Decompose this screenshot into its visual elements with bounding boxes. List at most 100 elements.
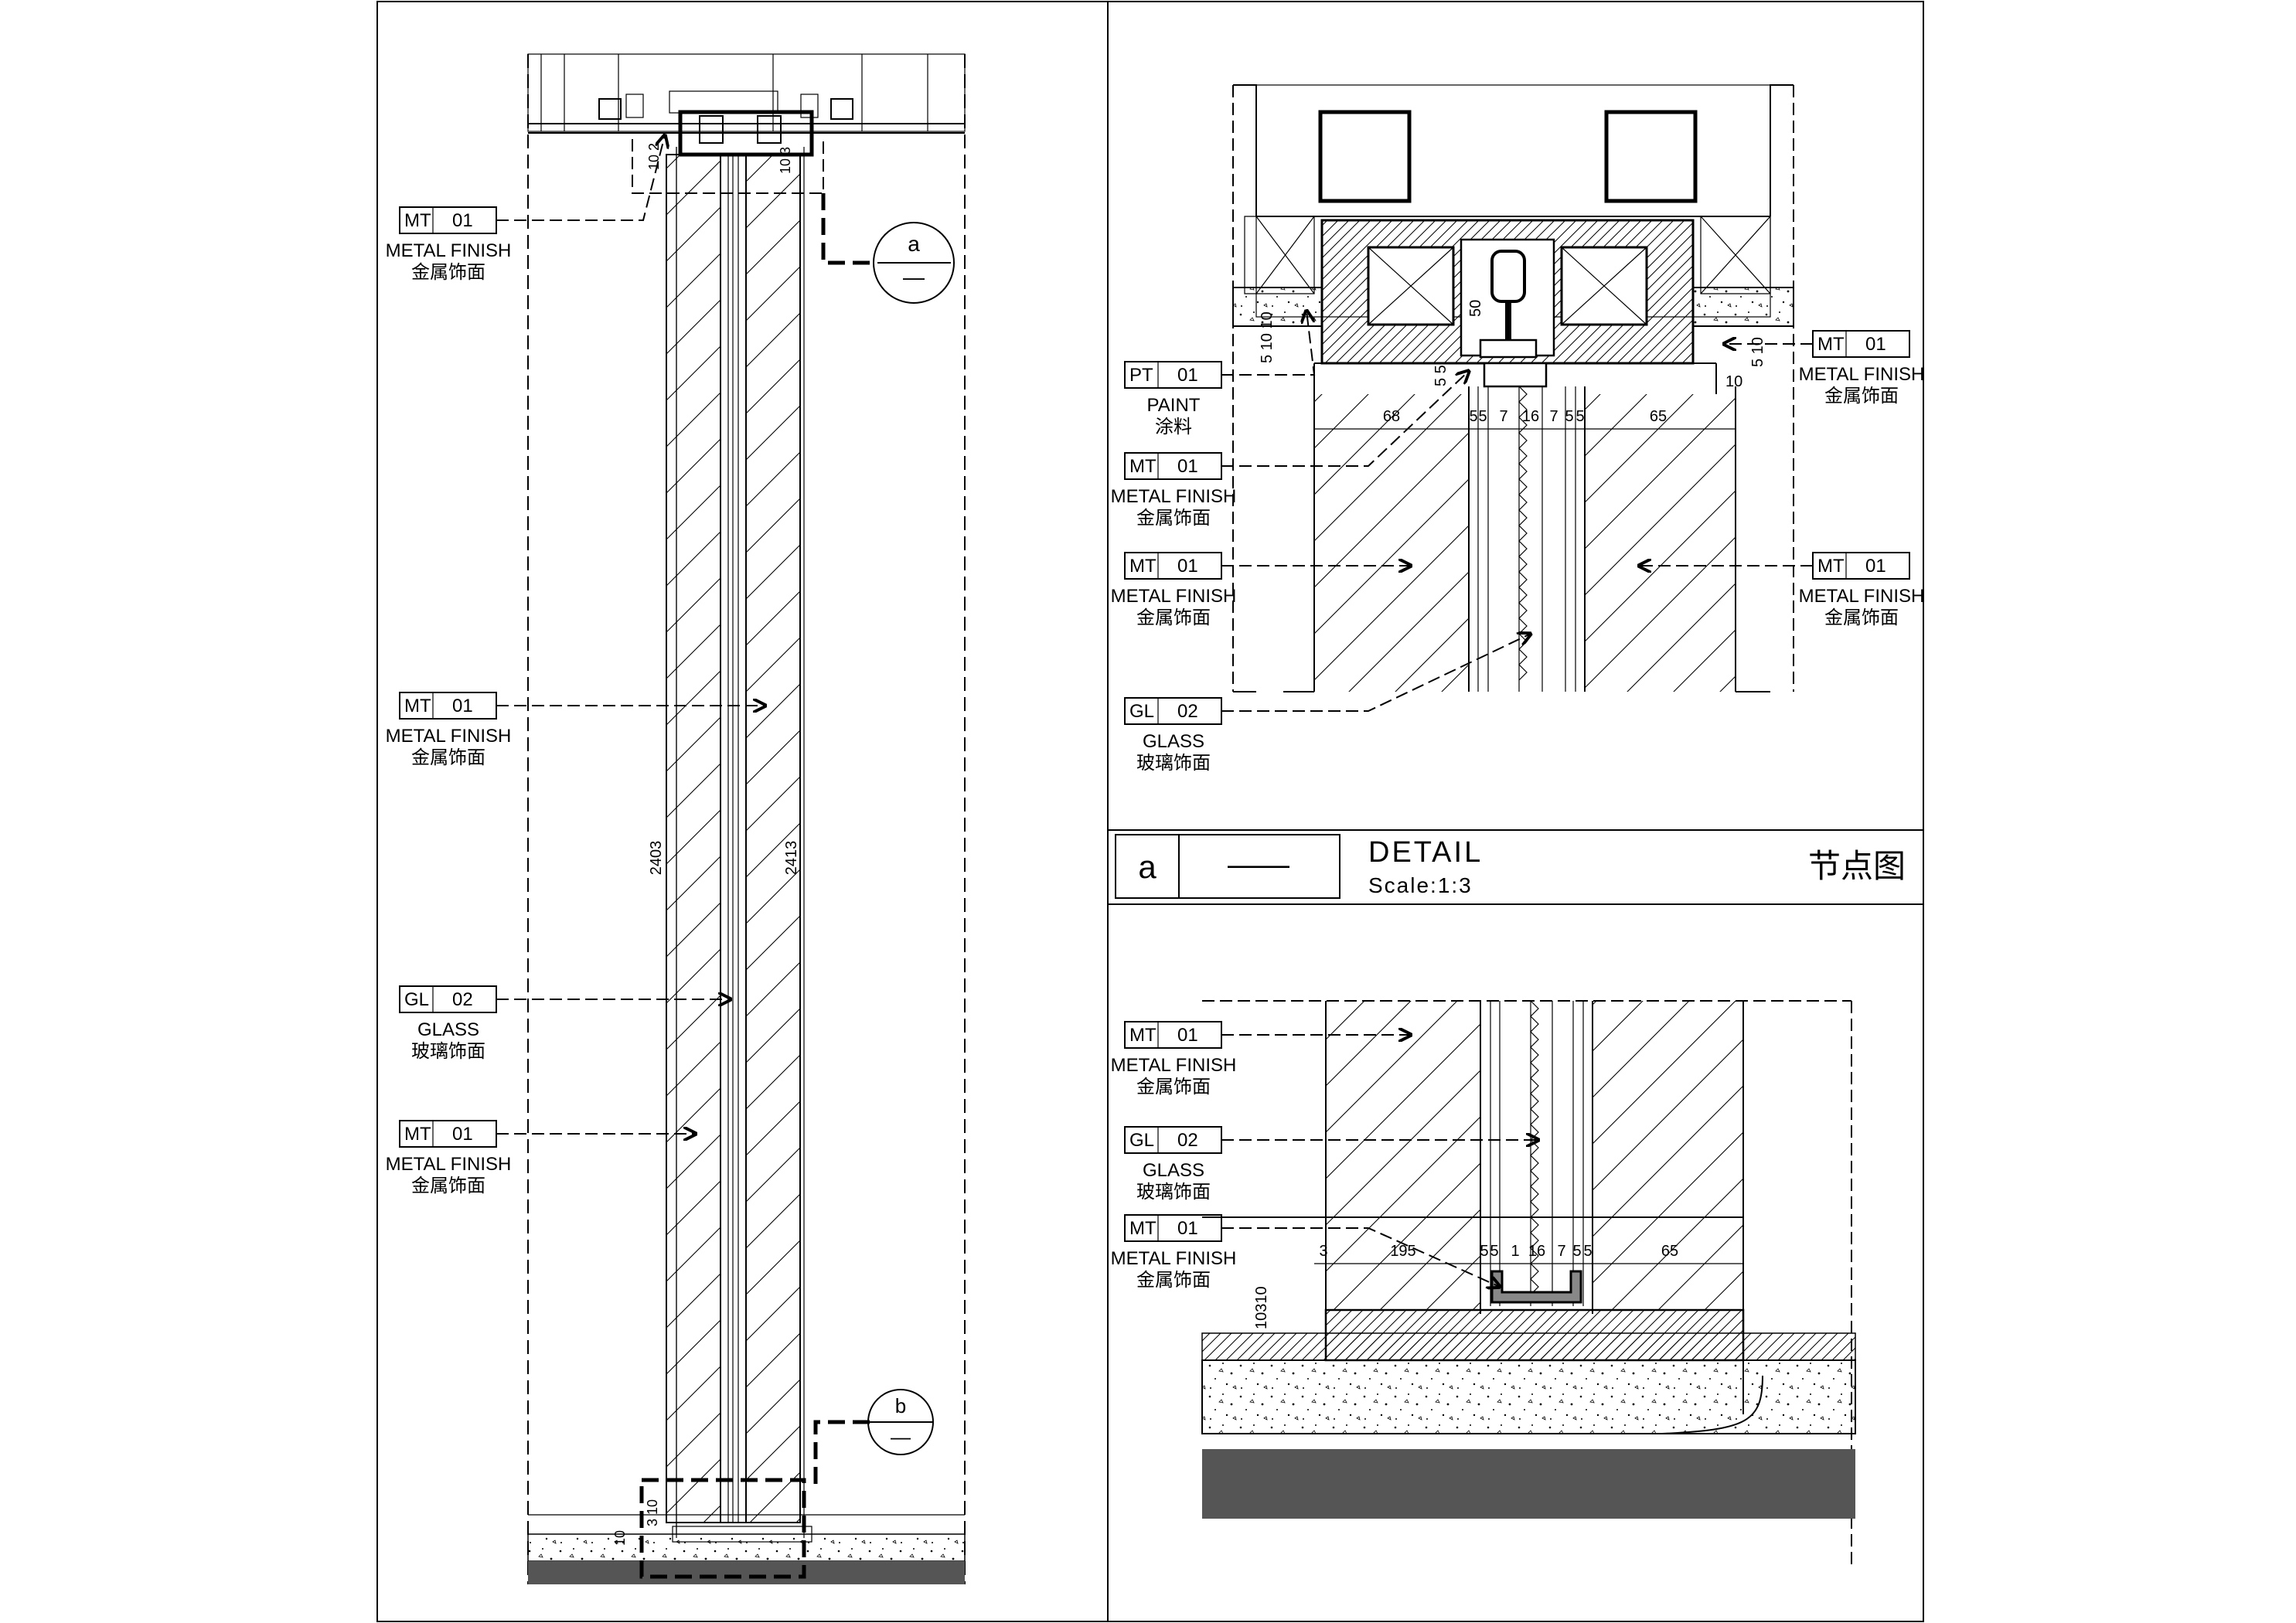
svg-text:02: 02 (1177, 701, 1198, 722)
svg-text:METAL FINISH: METAL FINISH (1799, 364, 1925, 385)
elevation-tag-4: MT 01 METAL FINISH 金属饰面 (386, 1120, 696, 1196)
dim-top-right: 10 3 (778, 147, 793, 174)
svg-text:16: 16 (1522, 408, 1539, 425)
svg-text:01: 01 (452, 210, 473, 231)
detail-title-cn: 节点图 (1808, 848, 1906, 884)
title-block: a —— DETAIL Scale:1:3 节点图 (1115, 834, 1906, 899)
svg-text:GLASS: GLASS (1143, 731, 1204, 752)
svg-text:10: 10 (1725, 373, 1742, 390)
steel-tube-right (1604, 110, 1698, 203)
detail-bottom-tag-metal-1: MT 01 METAL FINISH 金属饰面 (1111, 1021, 1411, 1097)
callout-b-bubble (867, 1389, 934, 1455)
svg-text:金属饰面: 金属饰面 (411, 262, 485, 283)
svg-text:02: 02 (1177, 1130, 1198, 1151)
elevation-tag-1: MT 01 METAL FINISH 金属饰面 (386, 135, 665, 283)
svg-text:7: 7 (1549, 408, 1558, 425)
sheet-border (376, 1, 1924, 1622)
elevation-drawing: 2403 2413 10 2 10 3 a — b — 10 3 10 (527, 53, 966, 1584)
callout-a-sub: — (903, 265, 925, 289)
svg-text:5: 5 (1576, 408, 1584, 425)
detail-bottom-leaf-left (1326, 1001, 1480, 1310)
svg-text:玻璃饰面: 玻璃饰面 (1136, 1182, 1211, 1203)
svg-text:MT: MT (1129, 1218, 1157, 1239)
callout-b-sub: — (891, 1425, 911, 1448)
floor-bedding (1201, 1359, 1856, 1434)
svg-text:METAL FINISH: METAL FINISH (1799, 586, 1925, 607)
svg-text:玻璃饰面: 玻璃饰面 (1136, 753, 1211, 774)
svg-text:METAL FINISH: METAL FINISH (1111, 1248, 1237, 1269)
svg-text:金属饰面: 金属饰面 (1824, 386, 1899, 407)
svg-text:01: 01 (1865, 556, 1886, 577)
detail-top-leaf-left (1314, 394, 1469, 692)
svg-text:5: 5 (1480, 1243, 1488, 1260)
detail-bottom-leaf-right (1593, 1001, 1743, 1310)
svg-text:玻璃饰面: 玻璃饰面 (411, 1041, 485, 1062)
svg-text:METAL FINISH: METAL FINISH (1111, 586, 1237, 607)
svg-text:PT: PT (1129, 365, 1153, 386)
dim-195: 195 (1390, 1243, 1415, 1260)
svg-text:金属饰面: 金属饰面 (1824, 607, 1899, 628)
svg-text:01: 01 (1177, 456, 1198, 477)
svg-text:01: 01 (1177, 365, 1198, 386)
svg-text:5: 5 (1469, 408, 1477, 425)
detail-title: DETAIL (1368, 836, 1483, 869)
svg-text:5 5: 5 5 (1432, 365, 1449, 386)
svg-text:01: 01 (452, 1124, 473, 1145)
svg-text:01: 01 (1177, 1025, 1198, 1046)
detail-scale: Scale:1:3 (1368, 873, 1473, 897)
dim-65-bottom: 65 (1661, 1243, 1678, 1260)
svg-text:METAL FINISH: METAL FINISH (1111, 1055, 1237, 1076)
dim-10310: 10310 (1253, 1286, 1270, 1329)
svg-text:MT: MT (1817, 556, 1845, 577)
roller (1490, 250, 1526, 303)
svg-text:METAL FINISH: METAL FINISH (1111, 486, 1237, 507)
svg-text:MT: MT (404, 1124, 431, 1145)
svg-text:金属饰面: 金属饰面 (1136, 1077, 1211, 1097)
svg-text:5: 5 (1572, 1243, 1581, 1260)
svg-text:GLASS: GLASS (1143, 1160, 1204, 1181)
svg-text:金属饰面: 金属饰面 (1136, 607, 1211, 628)
svg-text:7: 7 (1557, 1243, 1565, 1260)
detail-bottom-drawing: 3 195 5 5 1 16 7 5 5 65 10310 (1201, 1000, 1856, 1569)
floor-screed (527, 1533, 966, 1562)
dim-2413: 2413 (783, 841, 800, 876)
svg-text:金属饰面: 金属饰面 (1136, 1270, 1211, 1291)
svg-text:01: 01 (1177, 1218, 1198, 1239)
svg-text:GL: GL (1129, 701, 1154, 722)
detail-top-tag-metal-4: MT 01 METAL FINISH 金属饰面 (1639, 552, 1925, 628)
svg-text:MT: MT (1129, 1025, 1157, 1046)
steel-tube-left (1318, 110, 1412, 203)
detail-b-region (639, 1478, 806, 1579)
svg-text:METAL FINISH: METAL FINISH (386, 240, 512, 261)
svg-text:3: 3 (1319, 1243, 1327, 1260)
svg-text:5: 5 (1478, 408, 1487, 425)
svg-text:5: 5 (1565, 408, 1573, 425)
svg-text:02: 02 (452, 989, 473, 1010)
svg-text:7: 7 (1499, 408, 1507, 425)
svg-text:涂料: 涂料 (1155, 417, 1192, 437)
svg-text:MT: MT (1129, 456, 1157, 477)
callout-b-id: b (895, 1394, 906, 1417)
ceiling-structure (527, 53, 966, 132)
svg-text:金属饰面: 金属饰面 (1136, 508, 1211, 529)
svg-text:01: 01 (1865, 334, 1886, 355)
svg-text:5: 5 (1490, 1243, 1498, 1260)
svg-text:GL: GL (1129, 1130, 1154, 1151)
svg-text:金属饰面: 金属饰面 (411, 747, 485, 768)
svg-text:PAINT: PAINT (1147, 395, 1201, 416)
callout-a-bubble (873, 222, 955, 304)
title-block-dash: —— (1228, 848, 1289, 882)
detail-top-drawing: 68 5 5 7 16 7 5 5 65 50 5 5 5 10 10 5 10… (1232, 84, 1794, 692)
svg-text:金属饰面: 金属饰面 (411, 1176, 485, 1196)
dim-65: 65 (1650, 408, 1667, 425)
detail-bottom-tag-metal-2: MT 01 METAL FINISH 金属饰面 (1111, 1214, 1500, 1291)
svg-text:MT: MT (404, 696, 431, 716)
elevation-tag-3: GL 02 GLASS 玻璃饰面 (399, 985, 731, 1062)
dim-68: 68 (1383, 408, 1400, 425)
svg-text:MT: MT (1129, 556, 1157, 577)
svg-text:1: 1 (1511, 1243, 1519, 1260)
floor-slab (528, 1561, 965, 1584)
dim-bottom-a: 10 (612, 1530, 628, 1546)
svg-text:5 10: 5 10 (1749, 337, 1766, 367)
